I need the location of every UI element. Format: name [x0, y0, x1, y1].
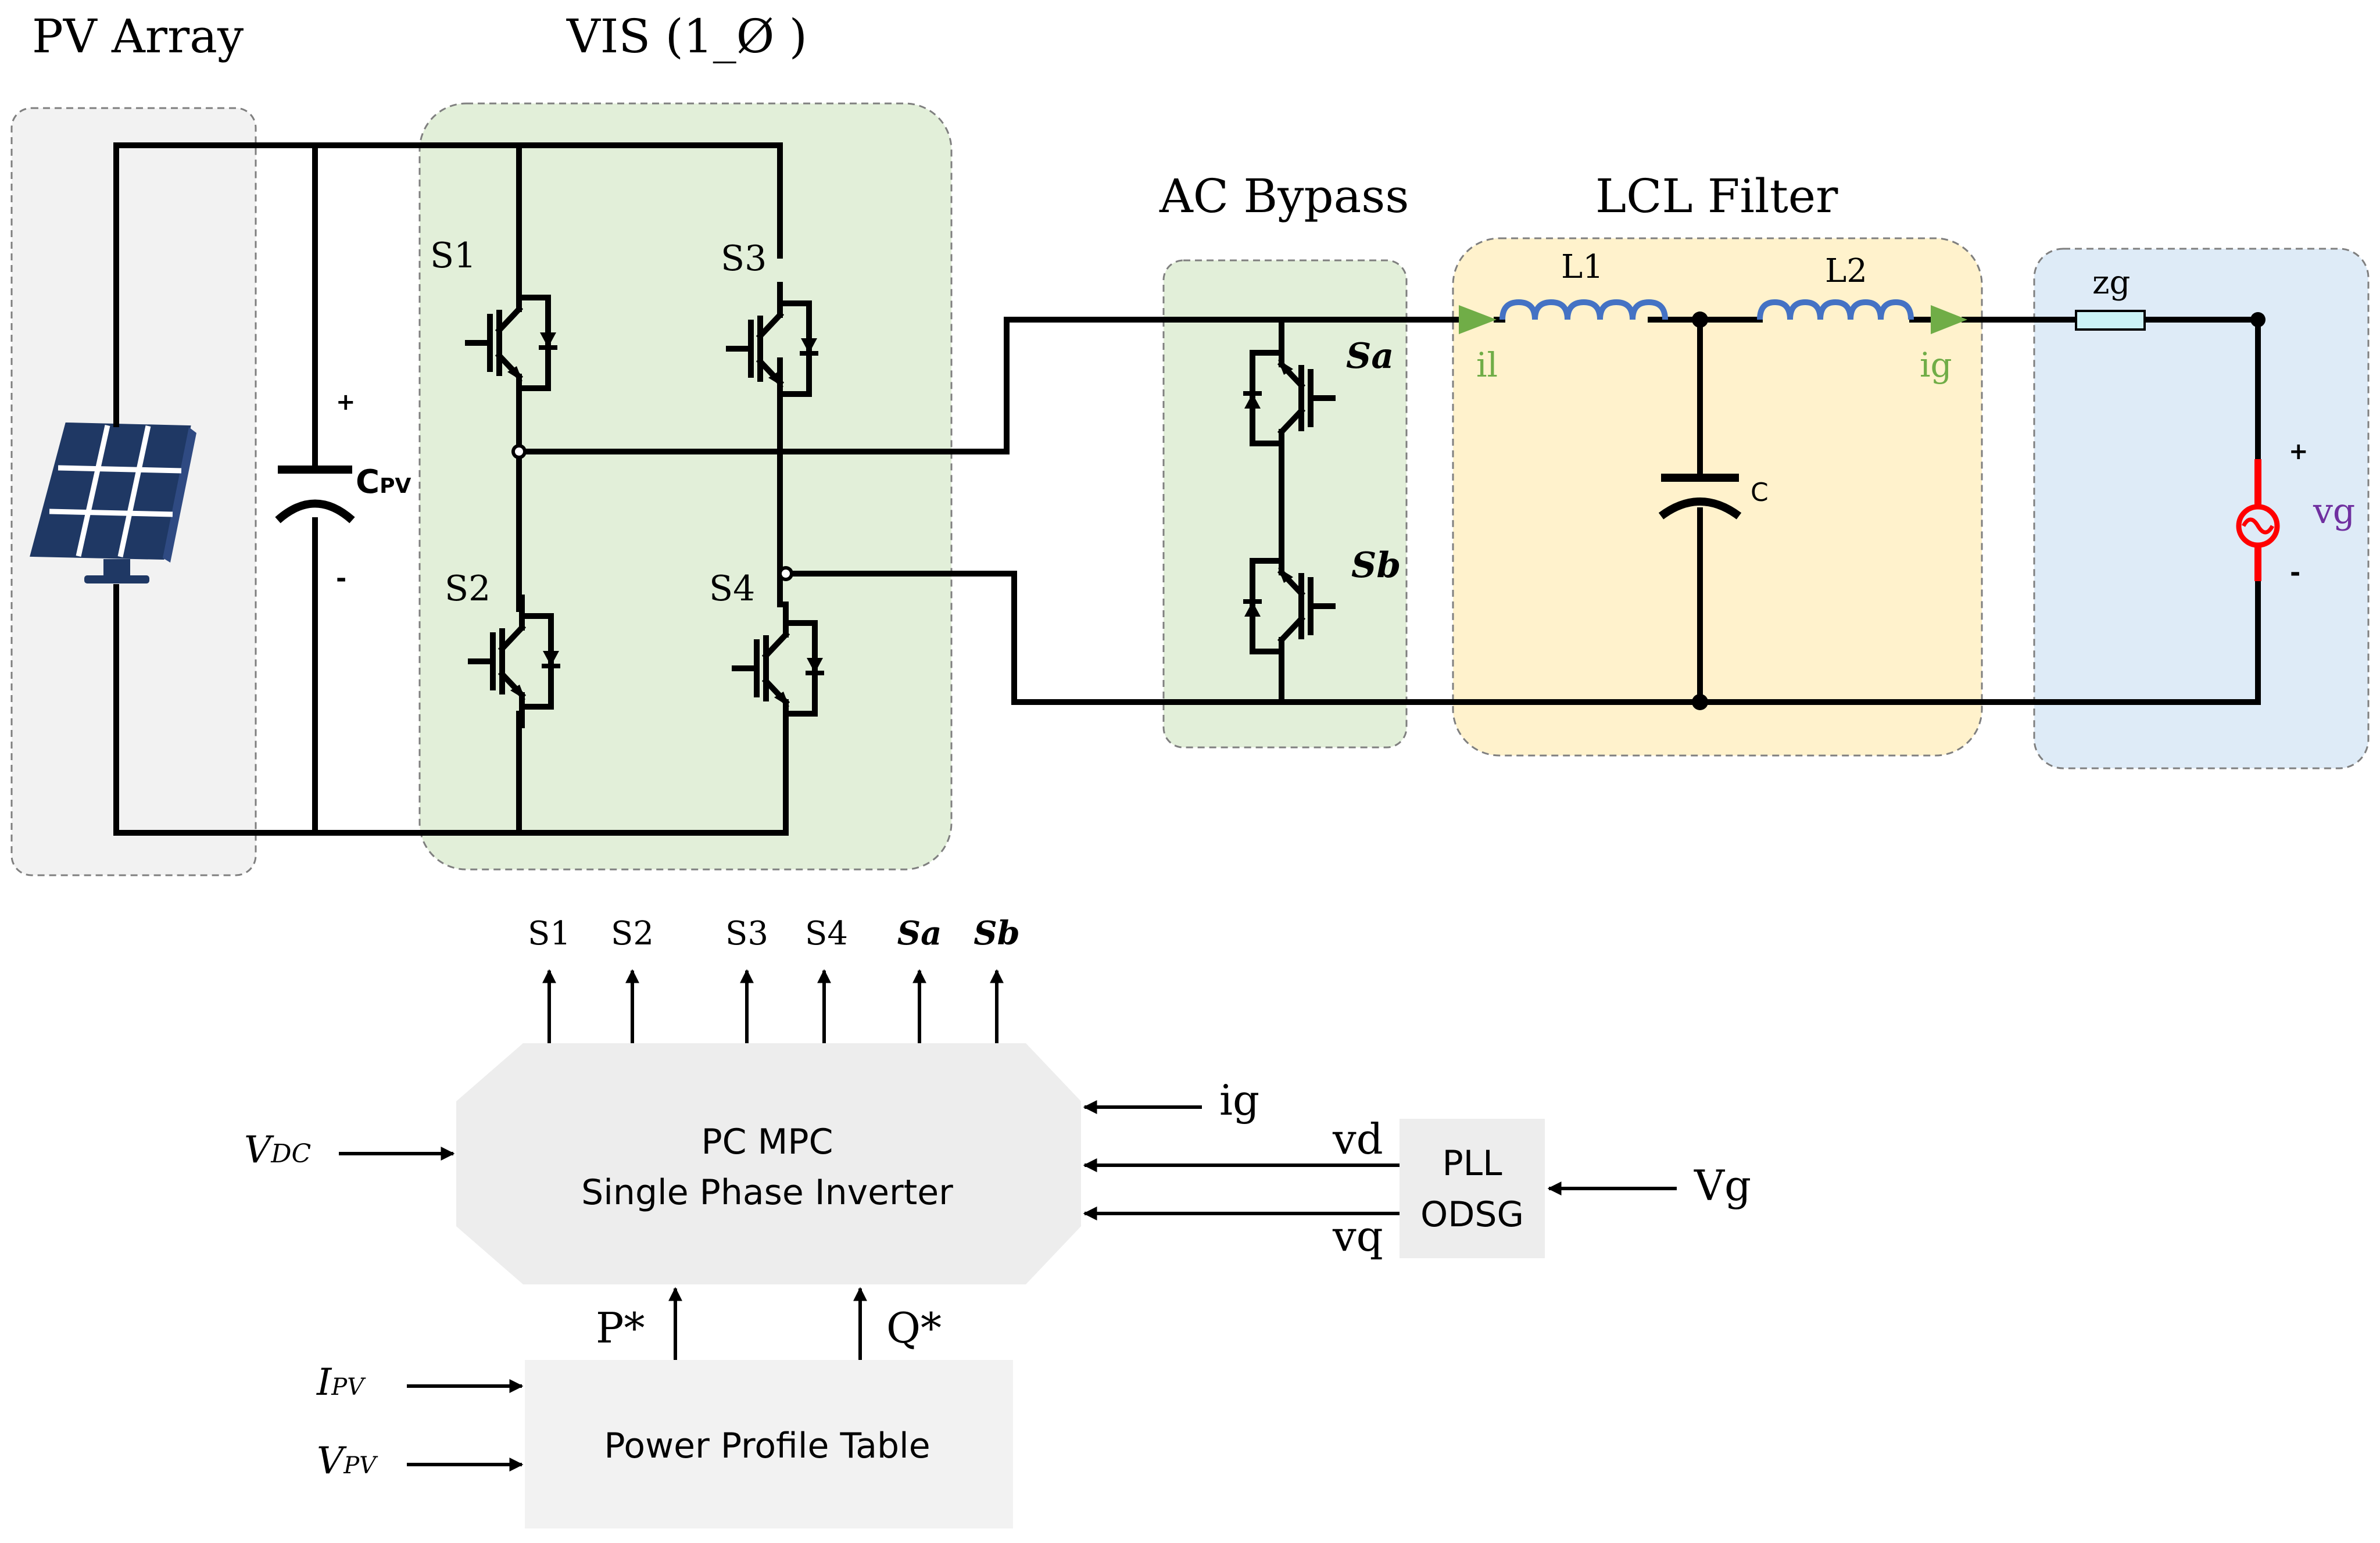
vg-label: vg: [2313, 491, 2355, 532]
inductor-l2: [1757, 299, 1914, 320]
grid-impedance-zg: [2075, 310, 2146, 331]
ac-bypass-title: AC Bypass: [1159, 169, 1409, 223]
vdc-label: VDC: [244, 1129, 311, 1172]
out-s2-label: S2: [611, 915, 654, 953]
solar-panel-icon: [30, 422, 196, 583]
odsg-label: ODSG: [1420, 1194, 1524, 1235]
cpv-minus-label: -: [336, 564, 346, 593]
pv-array-title: PV Array: [32, 9, 244, 63]
pll-label: PLL: [1442, 1143, 1502, 1184]
s2-label: S2: [445, 568, 491, 609]
dc-link-capacitor: [275, 466, 355, 524]
q-ref-label: Q*: [886, 1304, 942, 1352]
l1-label: L1: [1561, 248, 1604, 286]
il-current-arrow: [1459, 305, 1497, 334]
vis-title: VIS (1_Ø ): [566, 9, 807, 63]
s3-label: S3: [721, 238, 767, 279]
pc-mpc-block: [456, 1043, 1081, 1284]
out-sa-label: Sa: [897, 914, 942, 953]
ig-input-label: ig: [1219, 1076, 1259, 1125]
filter-capacitor: [1658, 474, 1742, 520]
circuit-nodes: [511, 312, 2266, 710]
cpv-label: CPV: [356, 463, 411, 501]
out-s4-label: S4: [805, 915, 848, 953]
out-s1-label: S1: [528, 915, 571, 953]
pll-odsg-block: [1400, 1119, 1545, 1258]
grid-voltage-source: [2236, 459, 2280, 581]
power-circuit-wires: [113, 142, 2261, 836]
vd-label: vd: [1332, 1115, 1383, 1163]
s1-label: S1: [430, 235, 476, 276]
cpv-plus-label: +: [336, 389, 356, 416]
vpv-label: VPV: [317, 1440, 378, 1483]
grid-region: [2033, 248, 2370, 769]
il-label: il: [1476, 345, 1498, 385]
out-sb-label: Sb: [974, 914, 1020, 953]
mpc-subtitle: Single Phase Inverter: [581, 1172, 953, 1213]
gating-output-arrows: [542, 969, 1004, 1043]
sb-label: Sb: [1351, 545, 1401, 586]
control-input-arrows: [339, 1100, 1677, 1472]
zg-label: zg: [2092, 264, 2130, 302]
ig-label: ig: [1920, 345, 1952, 385]
p-ref-label: P*: [596, 1304, 645, 1352]
ac-bypass-region: [1162, 259, 1408, 749]
vg-plus-label: +: [2289, 438, 2309, 465]
lcl-filter-title: LCL Filter: [1595, 169, 1838, 223]
vg-input-label: Vg: [1694, 1161, 1751, 1210]
s4-label: S4: [709, 568, 755, 609]
sa-label: Sa: [1346, 336, 1394, 377]
vis-region: [418, 102, 953, 871]
c-label: C: [1751, 478, 1769, 507]
vq-label: vq: [1332, 1212, 1383, 1261]
vg-minus-label: -: [2290, 558, 2300, 588]
mpc-title: PC MPC: [702, 1122, 833, 1162]
ipv-label: IPV: [316, 1361, 366, 1404]
inductor-l1: [1499, 299, 1668, 320]
l2-label: L2: [1825, 252, 1867, 290]
lcl-filter-region: [1452, 237, 1983, 757]
out-s3-label: S3: [725, 915, 768, 953]
power-profile-table-label: Power Profile Table: [604, 1426, 930, 1466]
ig-current-arrow: [1931, 305, 1967, 334]
power-profile-table-block: [525, 1360, 1013, 1528]
